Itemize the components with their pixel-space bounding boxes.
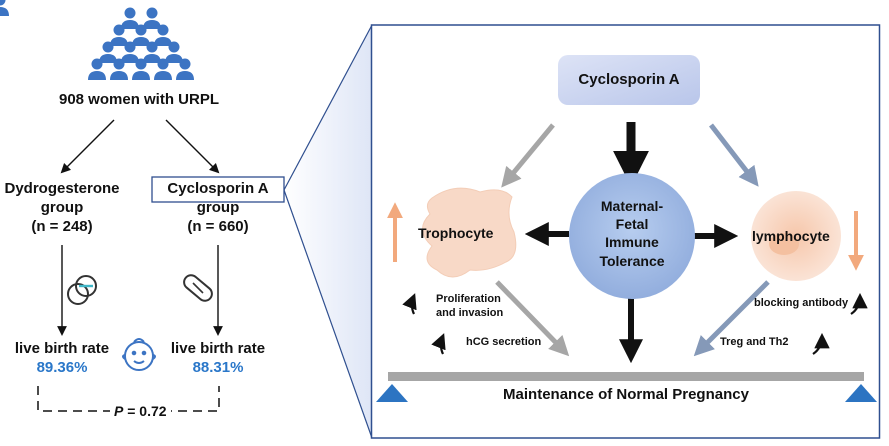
trophocyte-cell xyxy=(422,187,517,278)
p-value: P = 0.72 xyxy=(110,403,171,421)
capsule-icon xyxy=(183,274,213,302)
curved-up-arrows xyxy=(402,292,868,355)
outcome-label-1: live birth rate xyxy=(14,340,110,357)
arrow-lymphocyte-to-pregnancy xyxy=(693,280,770,357)
zoom-line-top xyxy=(283,24,373,191)
group2-name2: group xyxy=(196,198,240,216)
center-label: Maternal- Fetal Immune Tolerance xyxy=(569,197,695,270)
trophocyte-label: Trophocyte xyxy=(418,225,494,241)
tablet-icon xyxy=(67,275,97,305)
arrow-to-cyclosporin xyxy=(165,119,220,174)
people-crowd-icon xyxy=(0,0,194,80)
center-line-3: Immune xyxy=(605,234,659,251)
p-rest: = 0.72 xyxy=(123,403,167,419)
blocking-antibody-label: blocking antibody xyxy=(754,297,849,309)
center-line-4: Tolerance xyxy=(599,252,665,269)
left-support xyxy=(376,384,408,402)
center-line-2: Fetal xyxy=(615,216,649,233)
prolif-line-2: and invasion xyxy=(436,306,504,319)
arrow-drug-to-lymphocyte xyxy=(709,123,759,187)
right-support xyxy=(845,384,877,402)
prolif-line-1: Proliferation xyxy=(436,293,501,305)
baby-icon xyxy=(122,338,156,371)
group2-n: (n = 660) xyxy=(187,217,249,235)
arrow-to-dydrogesterone xyxy=(60,119,115,174)
lymphocyte-cell xyxy=(751,191,841,281)
pregnancy-label: Maintenance of Normal Pregnancy xyxy=(503,386,749,403)
outcome-dydrogesterone: live birth rate 89.36% xyxy=(0,340,124,378)
proliferation-label: Proliferation and invasion xyxy=(436,293,503,321)
group1-name2: group xyxy=(40,198,84,216)
arrow-drug-to-trophocyte xyxy=(501,123,555,188)
cyclosporin-group-box xyxy=(151,176,285,203)
treg-th2-label: Treg and Th2 xyxy=(720,336,789,348)
hcg-label: hCG secretion xyxy=(466,336,542,348)
lymphocyte-label: lymphocyte xyxy=(752,228,830,244)
outcome-label-2: live birth rate xyxy=(170,340,266,357)
drug-label: Cyclosporin A xyxy=(578,71,680,88)
arrow-trophocyte-to-pregnancy xyxy=(495,280,570,357)
zoom-wedge xyxy=(284,25,372,438)
cyclosporin-drug-box xyxy=(558,55,700,105)
center-line-1: Maternal- xyxy=(600,198,664,214)
p-italic: P xyxy=(114,403,124,419)
rate-dydrogesterone: 89.36% xyxy=(36,358,88,376)
group2-name: Cyclosporin A xyxy=(167,180,269,197)
lymphocyte-nucleus xyxy=(769,233,799,255)
cohort-label: 908 women with URPL xyxy=(58,91,220,108)
immune-tolerance-circle xyxy=(569,173,695,299)
zoom-line-bottom xyxy=(283,189,373,439)
group1-name: Dydrogesterone xyxy=(4,180,120,197)
comparison-bracket xyxy=(37,386,220,412)
pregnancy-beam xyxy=(388,372,864,381)
dydrogesterone-group-label: Dydrogesterone group (n = 248) xyxy=(0,180,124,236)
outcome-cyclosporin: live birth rate 88.31% xyxy=(156,340,280,378)
cyclosporin-group-label: Cyclosporin A group (n = 660) xyxy=(152,180,284,236)
group1-n: (n = 248) xyxy=(31,217,93,235)
rate-cyclosporin: 88.31% xyxy=(192,358,244,376)
